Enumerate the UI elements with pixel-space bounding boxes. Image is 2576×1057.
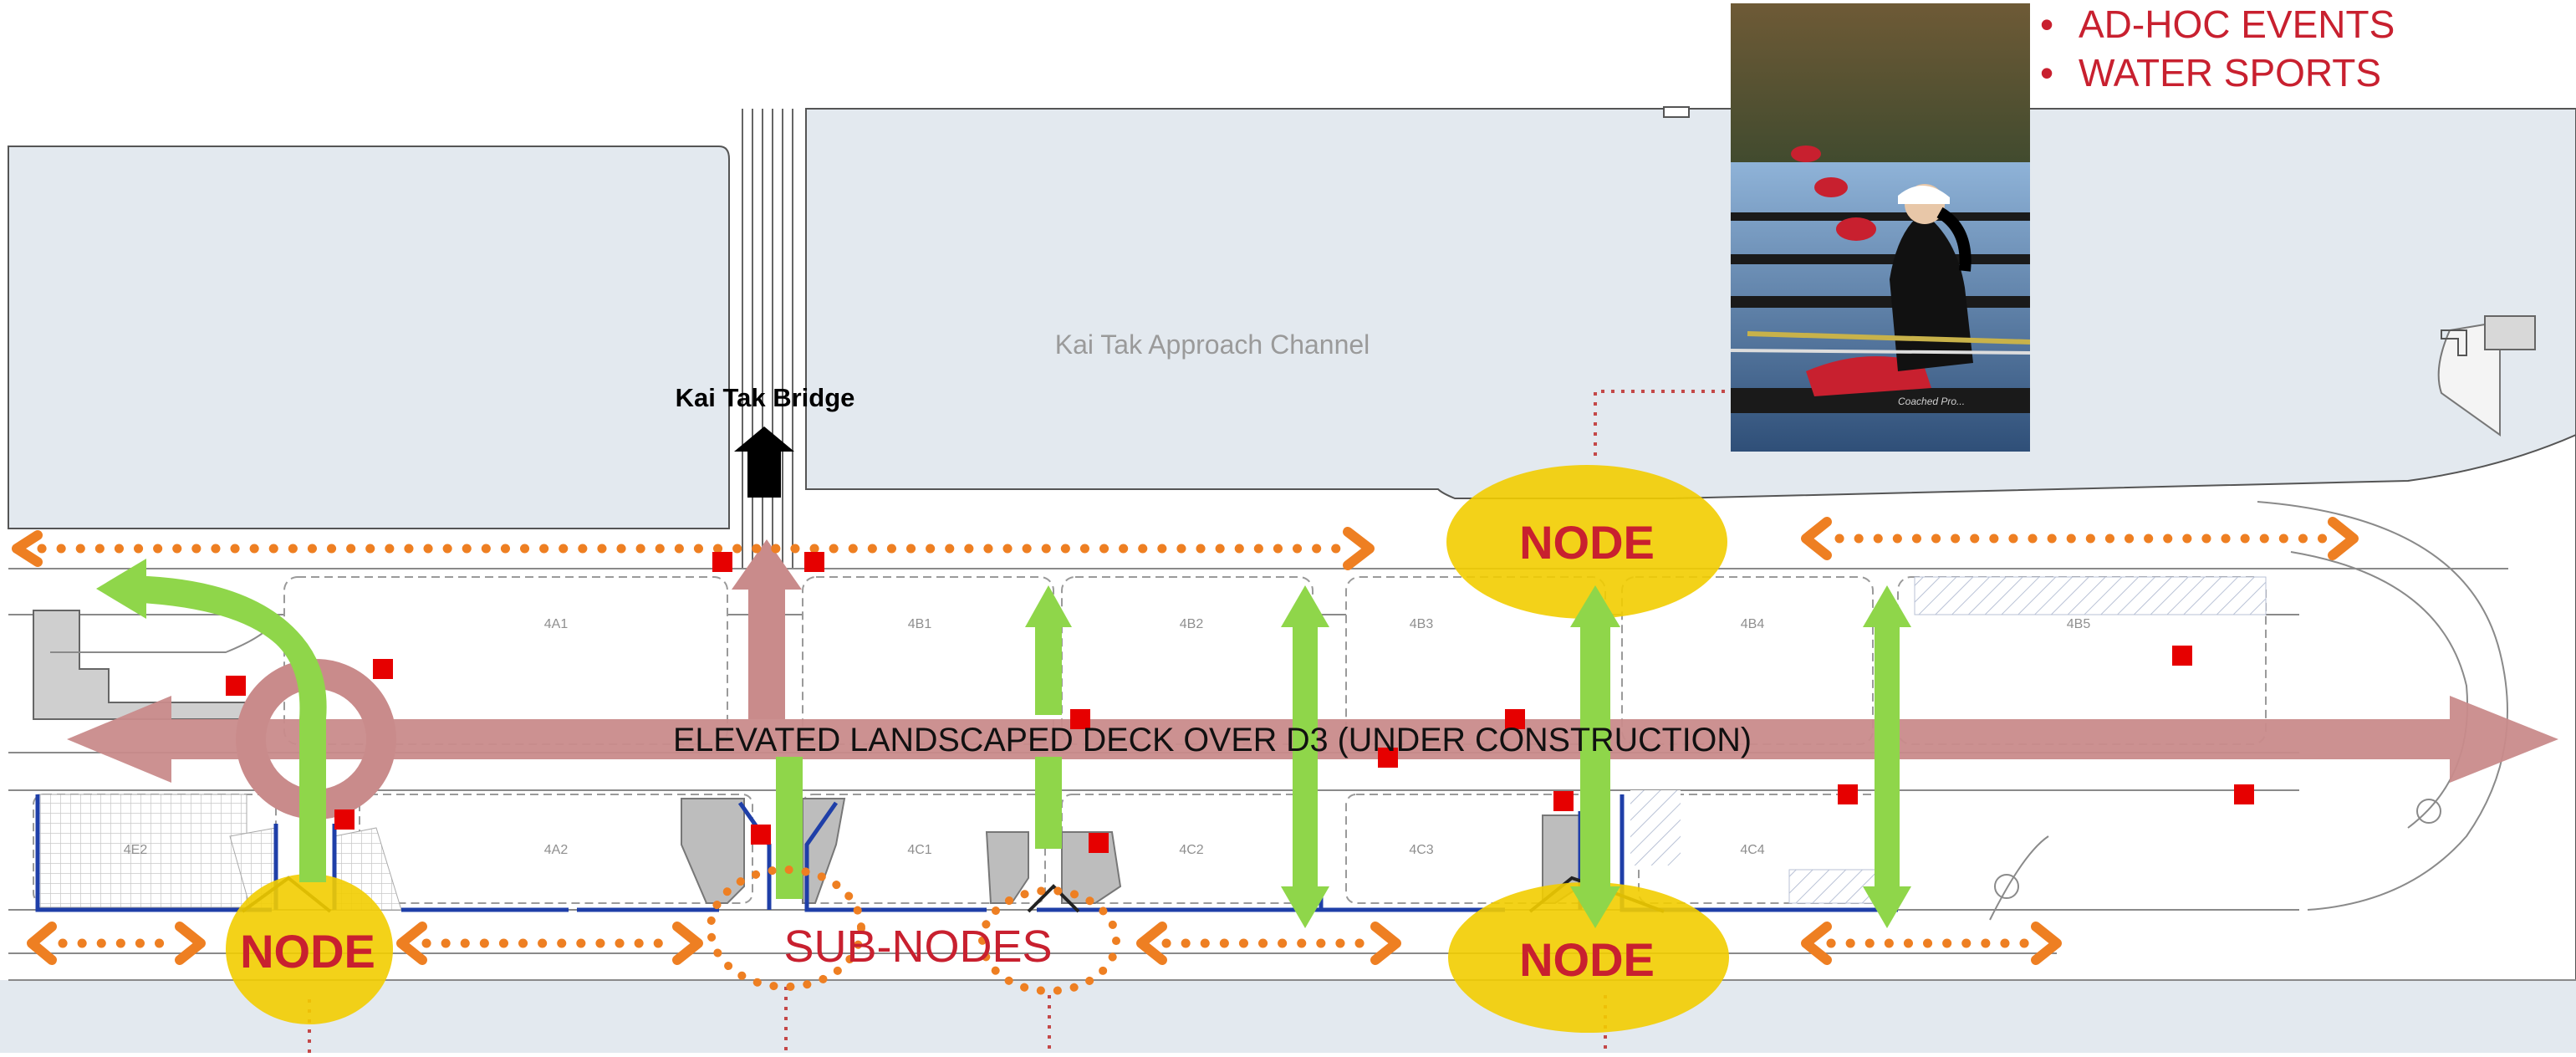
plot-label-4c4: 4C4 (1740, 843, 1764, 857)
rowing-photo: Coached Pro... (1731, 3, 2030, 452)
channel-label: Kai Tak Approach Channel (1055, 329, 1370, 360)
bridge-link-arrow (732, 539, 802, 719)
plot-label-4b5: 4B5 (2067, 617, 2091, 631)
leader-lines (308, 390, 1731, 1053)
water-bottom (0, 980, 2576, 1053)
activity-item: WATER SPORTS (2040, 49, 2395, 97)
site-markers (226, 552, 2254, 853)
green-connections (96, 559, 1911, 928)
water-channel (805, 108, 2576, 1053)
bridge-direction-arrow (734, 426, 794, 498)
activity-item: AD-HOC EVENTS (2040, 0, 2395, 49)
node-south-east (1448, 882, 1729, 1033)
plot-label-4b2: 4B2 (1180, 617, 1204, 631)
plot-label-4b3: 4B3 (1410, 617, 1434, 631)
bridge-label: Kai Tak Bridge (676, 383, 855, 412)
plot-label-4a1: 4A1 (544, 617, 569, 631)
plot-label-4e2: 4E2 (124, 843, 148, 857)
node-label-north: NODE (1519, 516, 1655, 569)
plot-label-4b4: 4B4 (1741, 617, 1765, 631)
plot-label-4b1: 4B1 (908, 617, 932, 631)
node-south-west (226, 874, 393, 1024)
subnodes-label: SUB-NODES (783, 922, 1052, 972)
rowing-photo-illustration: Coached Pro... (1731, 3, 2030, 452)
deck-label: ELEVATED LANDSCAPED DECK OVER D3 (UNDER … (673, 722, 1752, 758)
sub-node-rings (706, 866, 1120, 995)
node-label-south-west: NODE (240, 925, 375, 978)
water-left (8, 146, 730, 529)
promenade-paths (37, 534, 2334, 948)
plot-label-4c3: 4C3 (1409, 843, 1433, 857)
activity-list: AD-HOC EVENTS WATER SPORTS (2040, 0, 2395, 97)
building-west (33, 610, 252, 720)
plot-label-4a2: 4A2 (544, 843, 569, 857)
plot-label-4c1: 4C1 (907, 843, 931, 857)
bridge-structure (742, 109, 793, 569)
node-label-south-east: NODE (1519, 933, 1655, 986)
photo-credit: Coached Pro... (1898, 396, 1965, 407)
plot-label-4c2: 4C2 (1179, 843, 1203, 857)
node-north (1446, 465, 1727, 619)
